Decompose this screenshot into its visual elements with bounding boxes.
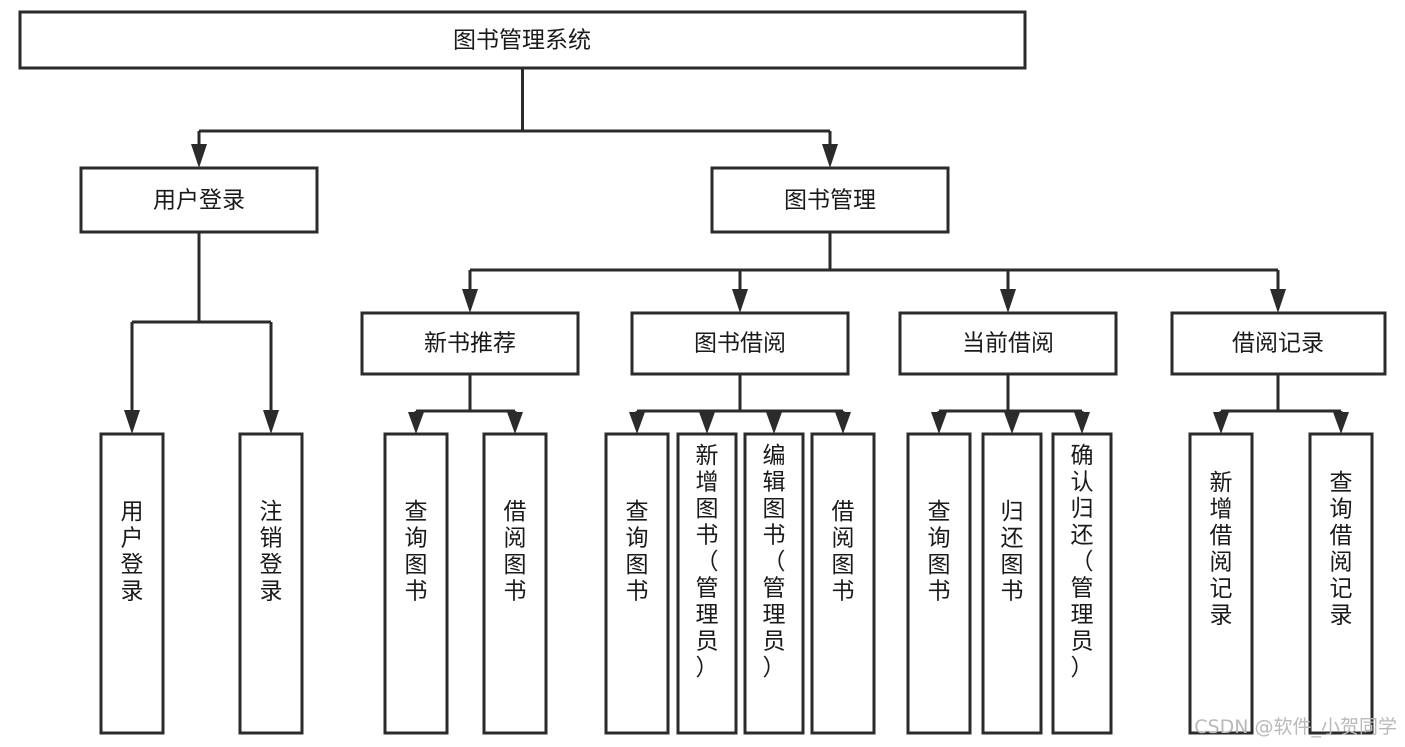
node-borrow-records[interactable]: 借阅记录 [1170, 311, 1387, 376]
leaf-add-record[interactable]: 新增借阅记录 [1188, 432, 1254, 735]
leaf-add-record-box [1188, 432, 1254, 735]
node-new-book-recommend-label: 新书推荐 [424, 331, 516, 357]
node-root[interactable]: 图书管理系统 [18, 10, 1027, 70]
leaf-query-record[interactable]: 查询借阅记录 [1308, 432, 1374, 735]
leaf-borrow-book-2-box [810, 432, 876, 735]
arrowhead-leaf-borrow-book-1 [507, 412, 523, 434]
leaf-query-book-1[interactable]: 查询图书 [383, 432, 449, 735]
csdn-watermark: CSDN @软件_小贺同学 [1194, 716, 1397, 738]
leaf-add-book-box [676, 432, 738, 735]
leaf-confirm-return-box [1051, 432, 1113, 735]
leaf-return-book-label: 归还图书 [1001, 499, 1024, 605]
leaf-query-book-2[interactable]: 查询图书 [604, 432, 670, 735]
arrowhead-leaf-logout [263, 410, 279, 434]
arrowhead-current-borrow [1000, 289, 1016, 313]
leaf-borrow-book-1-box [482, 432, 548, 735]
leaf-query-record-label: 查询借阅记录 [1330, 470, 1353, 629]
arrowhead-leaf-confirm-return [1074, 412, 1090, 434]
arrowhead-leaf-query-book-2 [629, 412, 645, 434]
arrowhead-new-book-recommend [462, 289, 478, 313]
arrowhead-leaf-add-book [699, 412, 715, 434]
node-current-borrow-box [898, 311, 1118, 376]
leaf-query-book-2-box [604, 432, 670, 735]
leaf-query-record-box [1308, 432, 1374, 735]
arrowhead-book-management [822, 144, 838, 168]
leaf-borrow-book-2[interactable]: 借阅图书 [810, 432, 876, 735]
leaf-query-book-3-box [906, 432, 972, 735]
node-book-management-label: 图书管理 [784, 188, 876, 214]
node-book-borrow[interactable]: 图书借阅 [630, 311, 850, 376]
connector-layer [124, 68, 1349, 434]
leaf-logout-label: 注销登录 [260, 499, 283, 605]
arrowhead-leaf-borrow-book-2 [835, 412, 851, 434]
node-book-borrow-box [630, 311, 850, 376]
leaf-return-book[interactable]: 归还图书 [981, 432, 1043, 735]
arrowhead-book-borrow [732, 289, 748, 313]
leaf-query-book-1-box [383, 432, 449, 735]
arrowhead-leaf-edit-book [766, 412, 782, 434]
leaf-edit-book-box [743, 432, 805, 735]
leaf-add-record-label: 新增借阅记录 [1210, 470, 1233, 629]
node-borrow-records-label: 借阅记录 [1232, 331, 1324, 357]
leaf-user-login[interactable]: 用户登录 [99, 432, 165, 735]
node-new-book-recommend-box [360, 311, 580, 376]
arrowhead-leaf-user-login [124, 410, 140, 434]
node-user-login-box [79, 166, 319, 234]
leaf-return-book-box [981, 432, 1043, 735]
leaf-borrow-book-1-label: 借阅图书 [504, 499, 527, 605]
leaf-query-book-3-label: 查询图书 [928, 499, 951, 605]
node-current-borrow-label: 当前借阅 [962, 331, 1054, 357]
arrowhead-leaf-return-book [1004, 412, 1020, 434]
leaf-add-book[interactable]: 新增图书（管理员） [676, 432, 738, 735]
leaf-user-login-label: 用户登录 [121, 499, 144, 605]
node-root-label: 图书管理系统 [453, 28, 591, 54]
leaf-query-book-2-label: 查询图书 [626, 499, 649, 605]
node-new-book-recommend[interactable]: 新书推荐 [360, 311, 580, 376]
arrowhead-borrow-records [1270, 289, 1286, 313]
leaf-edit-book[interactable]: 编辑图书（管理员） [743, 432, 805, 735]
leaf-borrow-book-1[interactable]: 借阅图书 [482, 432, 548, 735]
node-book-borrow-label: 图书借阅 [694, 331, 786, 357]
node-book-management-box [710, 166, 950, 234]
leaf-confirm-return-label: 确认归还（管理员） [1071, 443, 1094, 681]
leaf-confirm-return[interactable]: 确认归还（管理员） [1051, 432, 1113, 735]
leaf-edit-book-label: 编辑图书（管理员） [763, 443, 786, 681]
leaf-logout[interactable]: 注销登录 [238, 432, 304, 735]
leaf-user-login-box [99, 432, 165, 735]
node-book-management[interactable]: 图书管理 [710, 166, 950, 234]
node-user-login-label: 用户登录 [153, 188, 245, 214]
leaf-add-book-label: 新增图书（管理员） [696, 443, 719, 681]
arrowhead-leaf-query-book-3 [931, 412, 947, 434]
leaf-borrow-book-2-label: 借阅图书 [832, 499, 855, 605]
leaf-query-book-3[interactable]: 查询图书 [906, 432, 972, 735]
arrowhead-leaf-query-record [1333, 412, 1349, 434]
node-borrow-records-box [1170, 311, 1387, 376]
arrowhead-user-login [191, 144, 207, 168]
node-user-login[interactable]: 用户登录 [79, 166, 319, 234]
node-current-borrow[interactable]: 当前借阅 [898, 311, 1118, 376]
arrowhead-leaf-query-book-1 [408, 412, 424, 434]
node-root-box [18, 10, 1027, 70]
leaf-logout-box [238, 432, 304, 735]
arrowhead-leaf-add-record [1213, 412, 1229, 434]
leaf-query-book-1-label: 查询图书 [405, 499, 428, 605]
